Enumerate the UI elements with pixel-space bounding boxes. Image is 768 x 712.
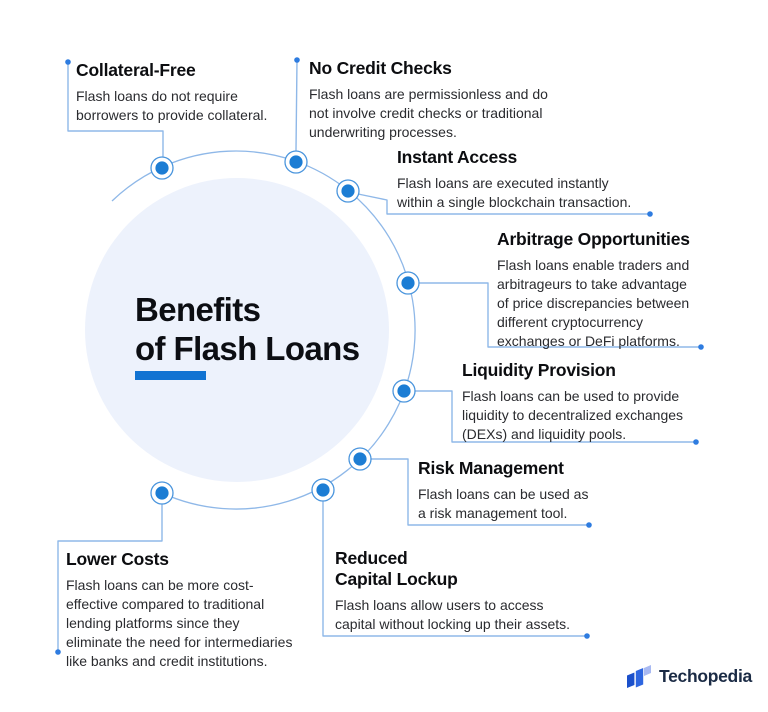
benefit-heading: Collateral-Free	[76, 60, 196, 80]
benefit-heading: Liquidity Provision	[462, 360, 616, 380]
benefit-heading: No Credit Checks	[309, 58, 452, 78]
connector-arbitrage-opportunities	[419, 282, 702, 348]
connector-collateral-free	[67, 61, 164, 157]
benefit-heading: Reduced Capital Lockup	[335, 548, 458, 589]
benefit-body: Flash loans are executed instantly withi…	[397, 175, 632, 210]
end-dot-reduced-capital-lockup	[584, 633, 590, 639]
connector-lower-costs	[57, 504, 163, 653]
connector-instant-access	[357, 193, 651, 215]
connector-no-credit-checks	[295, 59, 298, 151]
title-underline-bar	[135, 371, 206, 380]
techopedia-logo-icon	[627, 665, 651, 688]
node-collateral-free	[150, 156, 174, 180]
benefit-body: Flash loans can be used as a risk manage…	[418, 486, 589, 521]
benefit-heading: Lower Costs	[66, 549, 169, 569]
orbit-ring-arc	[111, 150, 416, 510]
benefit-body: Flash loans allow users to access capita…	[335, 597, 571, 632]
benefit-body: Flash loans enable traders and arbitrage…	[497, 257, 690, 349]
node-arbitrage-opportunities	[396, 271, 420, 295]
benefit-liquidity-provision: Liquidity Provision Flash loans can be u…	[462, 360, 683, 444]
infographic-title: Benefits of Flash Loans	[135, 291, 360, 367]
node-liquidity-provision	[392, 379, 416, 403]
center-circle	[85, 178, 389, 482]
benefit-collateral-free: Collateral-Free Flash loans do not requi…	[76, 60, 267, 125]
node-reduced-capital-lockup	[311, 478, 335, 502]
end-dot-collateral-free	[65, 59, 71, 65]
node-no-credit-checks	[284, 150, 308, 174]
benefit-no-credit-checks: No Credit Checks Flash loans are permiss…	[309, 58, 548, 142]
node-lower-costs	[150, 481, 174, 505]
node-instant-access	[336, 179, 360, 203]
connector-risk-management	[370, 458, 590, 526]
brand-name: Techopedia	[659, 666, 752, 686]
node-risk-management	[348, 447, 372, 471]
benefit-lower-costs: Lower Costs Flash loans can be more cost…	[66, 549, 292, 671]
benefit-heading: Arbitrage Opportunities	[497, 229, 690, 249]
end-dot-risk-management	[586, 522, 592, 528]
benefit-instant-access: Instant Access Flash loans are executed …	[397, 147, 631, 212]
benefit-risk-management: Risk Management Flash loans can be used …	[418, 458, 588, 523]
benefit-heading: Instant Access	[397, 147, 518, 167]
end-dot-instant-access	[647, 211, 653, 217]
benefit-body: Flash loans can be used to provide liqui…	[462, 388, 684, 442]
connector-liquidity-provision	[414, 390, 697, 443]
benefit-reduced-capital-lockup: Reduced Capital Lockup Flash loans allow…	[335, 548, 570, 634]
benefit-heading: Risk Management	[418, 458, 564, 478]
benefit-body: Flash loans do not require borrowers to …	[76, 88, 268, 123]
end-dot-lower-costs	[55, 649, 61, 655]
benefit-arbitrage-opportunities: Arbitrage Opportunities Flash loans enab…	[497, 229, 690, 351]
end-dot-no-credit-checks	[294, 57, 300, 63]
benefit-body: Flash loans can be more cost- effective …	[66, 577, 293, 669]
end-dot-arbitrage-opportunities	[698, 344, 704, 350]
connector-reduced-capital-lockup	[322, 501, 588, 637]
techopedia-logo: Techopedia	[627, 663, 752, 690]
benefit-body: Flash loans are permissionless and do no…	[309, 86, 548, 140]
end-dot-liquidity-provision	[693, 439, 699, 445]
